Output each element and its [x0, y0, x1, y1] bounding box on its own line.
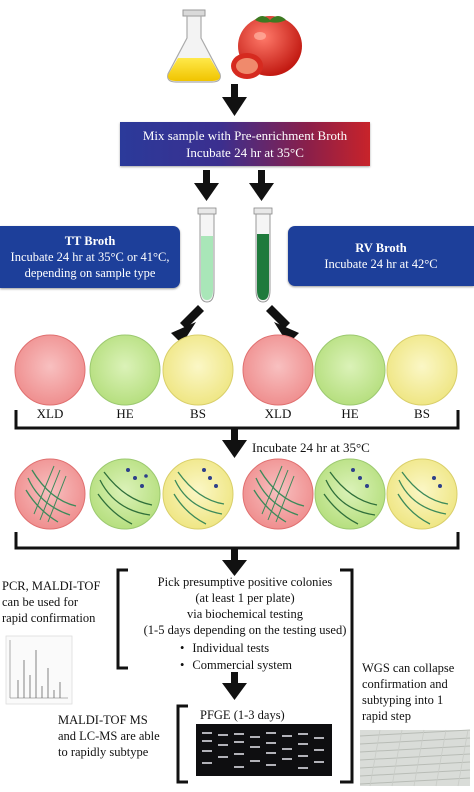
maldi-note: MALDI-TOF MS and LC-MS are able to rapid… — [58, 712, 160, 760]
test-bullets: Individual tests Commercial system — [180, 640, 292, 674]
center-bracket-left — [116, 568, 188, 784]
maldi-note-line-1: MALDI-TOF MS — [58, 713, 148, 727]
arrow-diag-left — [171, 305, 204, 344]
streak-plate-xld-1 — [14, 458, 86, 530]
plate-bs-2 — [386, 334, 458, 406]
streak-plate-bs-1 — [162, 458, 234, 530]
streak-plate-xld-2 — [242, 458, 314, 530]
pre-enrichment-line-1: Mix sample with Pre-enrichment Broth — [142, 128, 348, 143]
tomato-icon — [231, 16, 302, 79]
wgs-note-line-4: rapid step — [362, 709, 411, 723]
maldi-note-line-3: to rapidly subtype — [58, 745, 149, 759]
arrow-down-4 — [222, 672, 247, 700]
plate-label-xld-2: XLD — [264, 406, 292, 421]
plate-he-2 — [314, 334, 386, 406]
rv-broth-tube — [253, 207, 273, 303]
pick-colonies-text: Pick presumptive positive colonies (at l… — [140, 574, 350, 638]
streak-plate-he-2 — [314, 458, 386, 530]
tt-broth-line-1: Incubate 24 hr at 35°C or 41°C, — [10, 250, 170, 264]
bracket-2 — [14, 532, 460, 550]
arrow-down-2 — [222, 429, 247, 458]
plate-label-bs-2: BS — [414, 406, 430, 421]
plate-xld-2 — [242, 334, 314, 406]
tt-broth-line-2: depending on sample type — [24, 266, 156, 280]
maldi-note-line-2: and LC-MS are able — [58, 729, 160, 743]
rv-broth-line-1: Incubate 24 hr at 42°C — [324, 257, 438, 271]
bracket-1 — [14, 410, 460, 430]
streak-plate-he-1 — [89, 458, 161, 530]
plate-he-1 — [89, 334, 161, 406]
plate-label-he-1: HE — [116, 406, 134, 421]
plate-label-bs-1: BS — [190, 406, 206, 421]
plate-bs-1 — [162, 334, 234, 406]
pcr-note-line-3: rapid confirmation — [2, 611, 96, 625]
mass-spectrum-image — [5, 635, 73, 705]
pcr-note: PCR, MALDI-TOF can be used for rapid con… — [2, 578, 100, 626]
tt-broth-title: TT Broth — [64, 234, 116, 248]
bullet-individual-tests: Individual tests — [180, 640, 292, 657]
center-bracket-right — [340, 568, 354, 784]
bullet-commercial-system: Commercial system — [180, 657, 292, 674]
pick-line-4: (1-5 days depending on the testing used) — [143, 623, 347, 637]
wgs-note-line-1: WGS can collapse — [362, 661, 455, 675]
pre-enrichment-line-2: Incubate 24 hr at 35°C — [186, 145, 304, 160]
pre-enrichment-banner: Mix sample with Pre-enrichment Broth Inc… — [120, 122, 370, 166]
rv-broth-title: RV Broth — [355, 241, 407, 255]
plate-row-1 — [14, 334, 458, 406]
pfge-gel-image — [196, 724, 332, 776]
streak-plate-bs-2 — [386, 458, 458, 530]
wgs-note: WGS can collapse confirmation and subtyp… — [362, 660, 454, 724]
arrow-down-3 — [222, 549, 247, 576]
pfge-label: PFGE (1-3 days) — [200, 708, 285, 722]
incubate-second-label: Incubate 24 hr at 35°C — [252, 440, 370, 455]
plate-xld-1 — [14, 334, 86, 406]
flask-icon — [167, 9, 221, 83]
plate-label-he-2: HE — [341, 406, 359, 421]
wgs-image — [359, 729, 471, 787]
tt-broth-tube — [197, 207, 217, 303]
pick-line-1: Pick presumptive positive colonies — [157, 575, 333, 589]
pick-line-2: (at least 1 per plate) — [195, 591, 295, 605]
wgs-note-line-2: confirmation and — [362, 677, 448, 691]
arrow-down-1 — [222, 84, 247, 116]
plate-label-xld-1: XLD — [36, 406, 64, 421]
arrow-down-rv — [249, 170, 274, 201]
pcr-note-line-1: PCR, MALDI-TOF — [2, 579, 101, 593]
arrow-down-tt — [194, 170, 219, 201]
plate-row-2 — [14, 458, 458, 530]
rv-broth-box: RV Broth Incubate 24 hr at 42°C — [288, 226, 474, 286]
pcr-note-line-2: can be used for — [2, 595, 79, 609]
wgs-note-line-3: subtyping into 1 — [362, 693, 444, 707]
pick-line-3: via biochemical testing — [187, 607, 303, 621]
tt-broth-box: TT Broth Incubate 24 hr at 35°C or 41°C,… — [0, 226, 180, 288]
